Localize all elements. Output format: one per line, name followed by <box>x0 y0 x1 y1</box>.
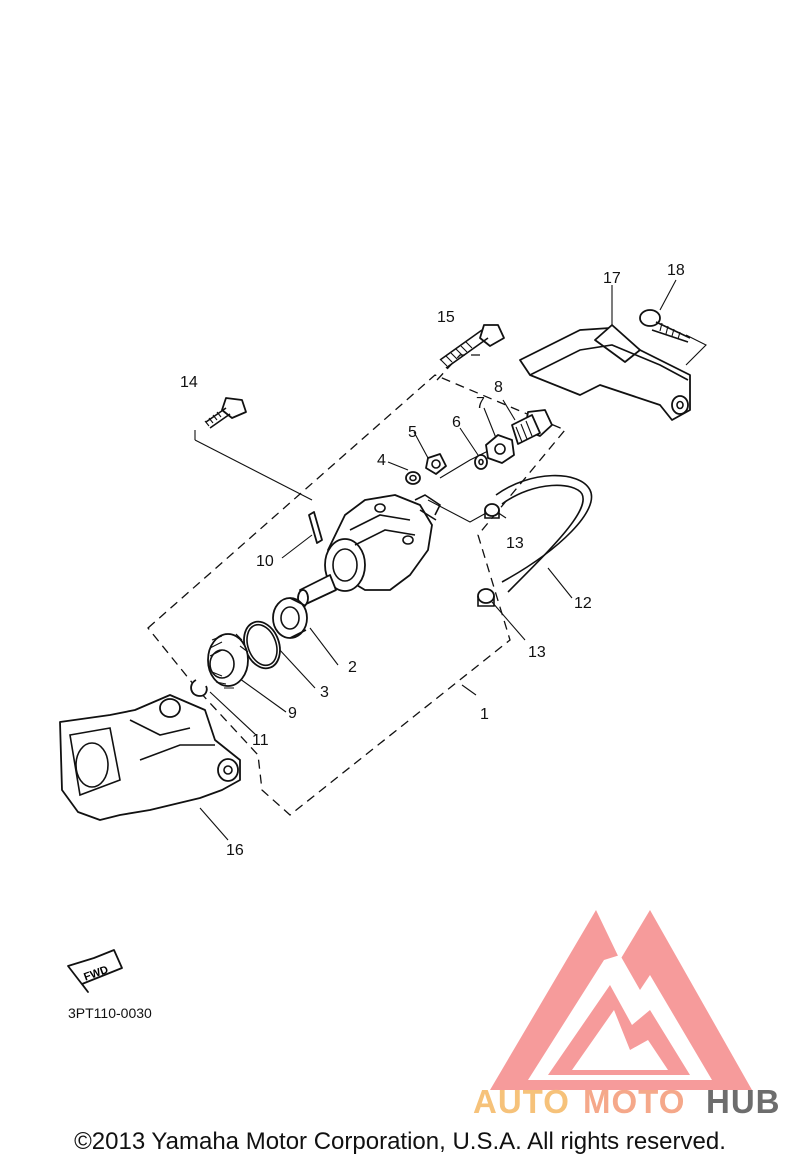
callout-12: 12 <box>574 595 592 612</box>
part-5-bolt <box>425 453 447 475</box>
part-10-pin <box>308 511 323 544</box>
part-2-bearing <box>272 597 308 639</box>
part-16-cover <box>59 694 241 821</box>
part-15-bolt <box>439 324 505 369</box>
watermark-hub: HUB <box>706 1083 781 1120</box>
part-17-bracket <box>519 324 691 421</box>
diagram-code: 3PT110-0030 <box>68 1005 152 1021</box>
part-8-plug <box>511 409 553 445</box>
part-9-gear <box>207 633 249 689</box>
callout-13b: 13 <box>528 644 546 661</box>
callout-18: 18 <box>667 262 685 279</box>
fwd-arrow-icon: FWD <box>67 949 123 993</box>
callout-16: 16 <box>226 842 244 859</box>
callout-17: 17 <box>603 270 621 287</box>
leader-lines <box>194 279 707 841</box>
part-13-clamp-upper <box>484 503 500 519</box>
part-13-clamp-lower <box>477 588 495 607</box>
oil-pump-body <box>297 494 442 607</box>
callout-1: 1 <box>480 706 489 723</box>
watermark-auto: AUTO <box>473 1083 570 1120</box>
part-18-screw <box>639 309 691 343</box>
callout-8: 8 <box>494 379 503 396</box>
callout-6: 6 <box>452 414 461 431</box>
upper-bracket-group <box>436 354 480 381</box>
assembly-boundary <box>147 374 567 816</box>
callout-7: 7 <box>476 395 485 412</box>
callout-14: 14 <box>180 374 198 391</box>
part-3-o-ring <box>243 620 281 670</box>
callout-4: 4 <box>377 452 386 469</box>
callout-13a: 13 <box>506 535 524 552</box>
callout-11: 11 <box>252 732 269 749</box>
part-11-clip <box>190 679 208 697</box>
callout-5: 5 <box>408 424 417 441</box>
callout-9: 9 <box>288 705 297 722</box>
callout-15: 15 <box>437 309 455 326</box>
callout-10: 10 <box>256 553 274 570</box>
part-7-nut <box>485 434 515 464</box>
watermark-moto: MOTO <box>583 1083 685 1120</box>
copyright-notice: ©2013 Yamaha Motor Corporation, U.S.A. A… <box>74 1128 726 1155</box>
part-14-bolt <box>204 397 247 429</box>
part-4-washer <box>405 471 421 485</box>
callout-2: 2 <box>348 659 357 676</box>
automotohub-logo <box>490 910 752 1090</box>
part-12-hose <box>495 474 593 593</box>
part-6-washer <box>474 454 488 470</box>
callout-3: 3 <box>320 684 329 701</box>
